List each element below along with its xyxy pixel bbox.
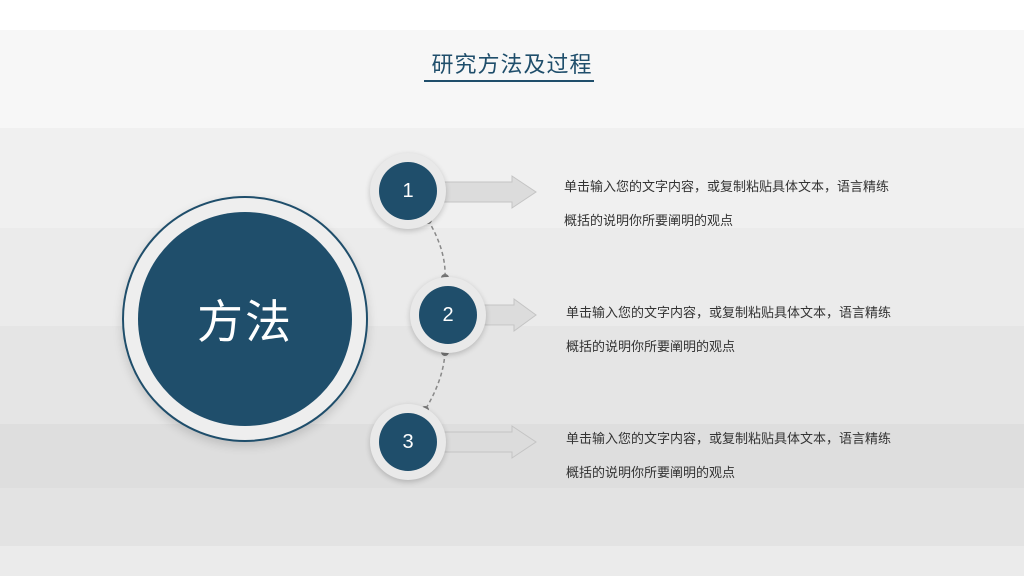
step-1-line2: 概括的说明你所要阐明的观点 [564, 214, 734, 229]
step-1-badge[interactable]: 1 [379, 162, 437, 220]
step-3-badge[interactable]: 3 [379, 413, 437, 471]
step-2-line1: 单击输入您的文字内容，或复制粘贴具体文本，语言精练 [566, 306, 892, 321]
background-band [0, 30, 1024, 128]
background-band [0, 0, 1024, 30]
background-band [0, 488, 1024, 546]
step-1-line1: 单击输入您的文字内容，或复制粘贴具体文本，语言精练 [564, 180, 890, 195]
step-3-line2: 概括的说明你所要阐明的观点 [566, 466, 736, 481]
arrow-icon [436, 425, 537, 459]
method-label[interactable]: 方法 [197, 295, 293, 349]
step-1-description[interactable]: 单击输入您的文字内容，或复制粘贴具体文本，语言精练 概括的说明你所要阐明的观点 [564, 171, 944, 239]
arrow-icon [436, 175, 537, 209]
method-circle [138, 212, 352, 426]
background-band [0, 546, 1024, 576]
step-3-description[interactable]: 单击输入您的文字内容，或复制粘贴具体文本，语言精练 概括的说明你所要阐明的观点 [566, 423, 946, 491]
title-underline [424, 80, 594, 82]
step-2-description[interactable]: 单击输入您的文字内容，或复制粘贴具体文本，语言精练 概括的说明你所要阐明的观点 [566, 297, 946, 365]
step-2-line2: 概括的说明你所要阐明的观点 [566, 340, 736, 355]
slide-title[interactable]: 研究方法及过程 [431, 53, 593, 78]
step-3-line1: 单击输入您的文字内容，或复制粘贴具体文本，语言精练 [566, 432, 892, 447]
step-2-badge[interactable]: 2 [419, 286, 477, 344]
